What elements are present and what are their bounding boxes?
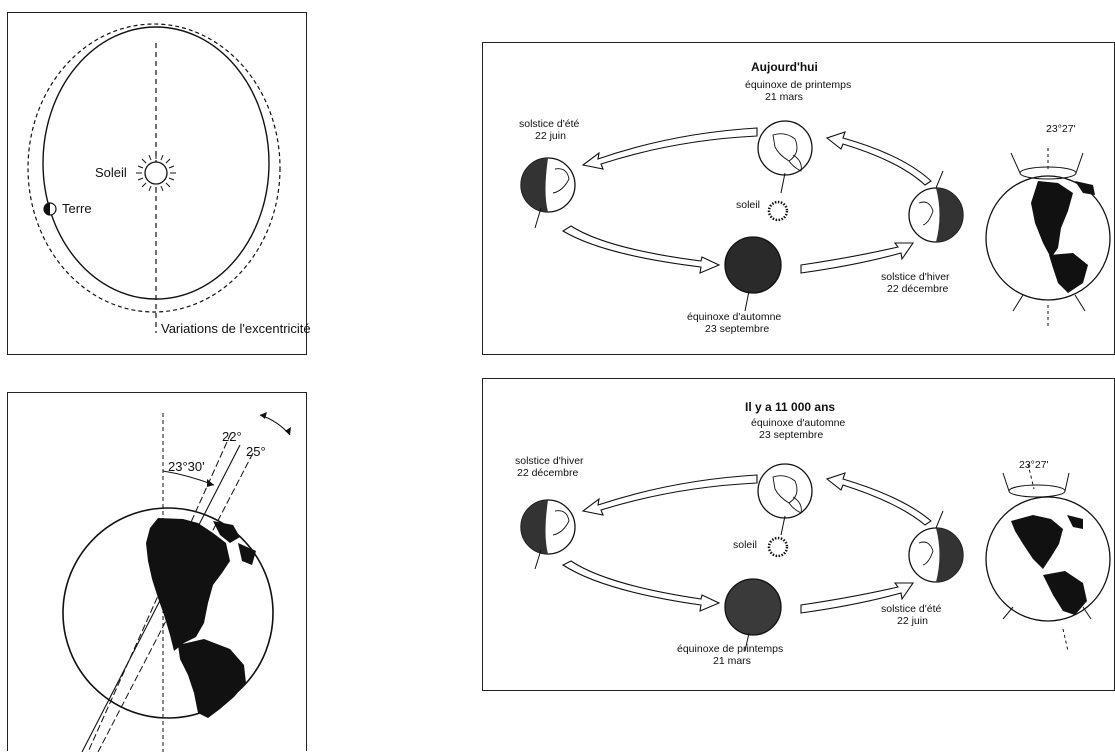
north-america [146,518,230,651]
past-tilt-label: 23°27' [1019,459,1049,471]
past-bottom-label-line1: équinoxe de printemps [677,643,784,655]
past-left-label-line2: 22 décembre [517,467,579,479]
past-right-label-line2: 22 juin [897,615,928,627]
globe-top-icon [757,463,813,536]
past-left-label-line1: solstice d'hiver [515,455,584,467]
axis-min-tilt [87,432,232,752]
globe-left-icon [520,499,576,570]
greenland [213,521,240,543]
arrow-top-left [581,127,758,170]
tilt-diagram [62,412,291,752]
sun-icon [767,200,789,222]
tilt-angle-label: 23°30' [168,459,205,474]
max-tilt-label: 25° [246,444,266,459]
today-right-label-line1: solstice d'hiver [881,271,950,283]
tilted-earth-icon [985,463,1111,652]
arrow-top-left [581,474,758,516]
arrow-top-right [825,472,932,526]
today-tilt-label: 23°27' [1046,123,1076,135]
arrow-top-right [825,131,932,186]
past-panel: Il y a 11 000 ans équinoxe d'automne 23 … [482,378,1115,691]
past-bottom-label-line2: 21 mars [713,655,751,667]
today-seasons-diagram [520,120,1111,328]
earth-label: Terre [62,201,92,216]
eccentricity-caption: Variations de l'excentricité [161,321,311,336]
today-sun-label: soleil [736,199,760,211]
past-seasons-diagram [520,463,1111,652]
sun-label: Soleil [95,165,127,180]
min-tilt-label: 22° [222,429,242,444]
axial-tilt-panel: 23°30' 22° 25° [7,392,307,752]
today-bottom-label-line2: 23 septembre [705,323,770,335]
today-panel: Aujourd'hui équinoxe de printemps 21 mar… [482,42,1115,355]
max-eccentricity-orbit [27,23,281,313]
arrow-bottom-right [800,582,915,614]
arrow-bottom-right [800,242,915,274]
today-left-label-line1: solstice d'été [519,118,580,130]
globe-bottom-icon [724,236,782,312]
south-america [178,639,246,718]
arrow-bottom-left [561,560,721,612]
past-title: Il y a 11 000 ans [745,400,836,414]
axis-max-tilt [97,452,254,752]
globe-left-icon [520,157,576,229]
past-top-label-line1: équinoxe d'automne [751,417,846,429]
today-bottom-label-line1: équinoxe d'automne [687,311,782,323]
orbit-diagram [27,23,281,333]
past-sun-label: soleil [733,539,757,551]
today-right-label-line2: 22 décembre [887,283,949,295]
globe-right-icon [908,170,964,243]
past-top-label-line2: 23 septembre [759,429,824,441]
earth-icon [43,202,57,216]
today-left-label-line2: 22 juin [535,130,566,142]
axis-current-tilt [81,444,241,752]
today-top-label-line1: équinoxe de printemps [745,79,852,91]
today-top-label-line2: 21 mars [765,91,803,103]
globe-bottom-icon [724,578,782,652]
sun-icon [136,153,176,193]
globe-top-icon [757,120,813,194]
globe-right-icon [908,510,964,583]
today-title: Aujourd'hui [751,60,818,74]
past-right-label-line1: solstice d'été [881,603,942,615]
sun-icon [767,536,789,558]
arrow-bottom-left [561,225,721,274]
tilted-earth-icon [985,148,1111,328]
orbit-eccentricity-panel: Soleil Terre Variations de l'excentricit… [7,12,311,355]
